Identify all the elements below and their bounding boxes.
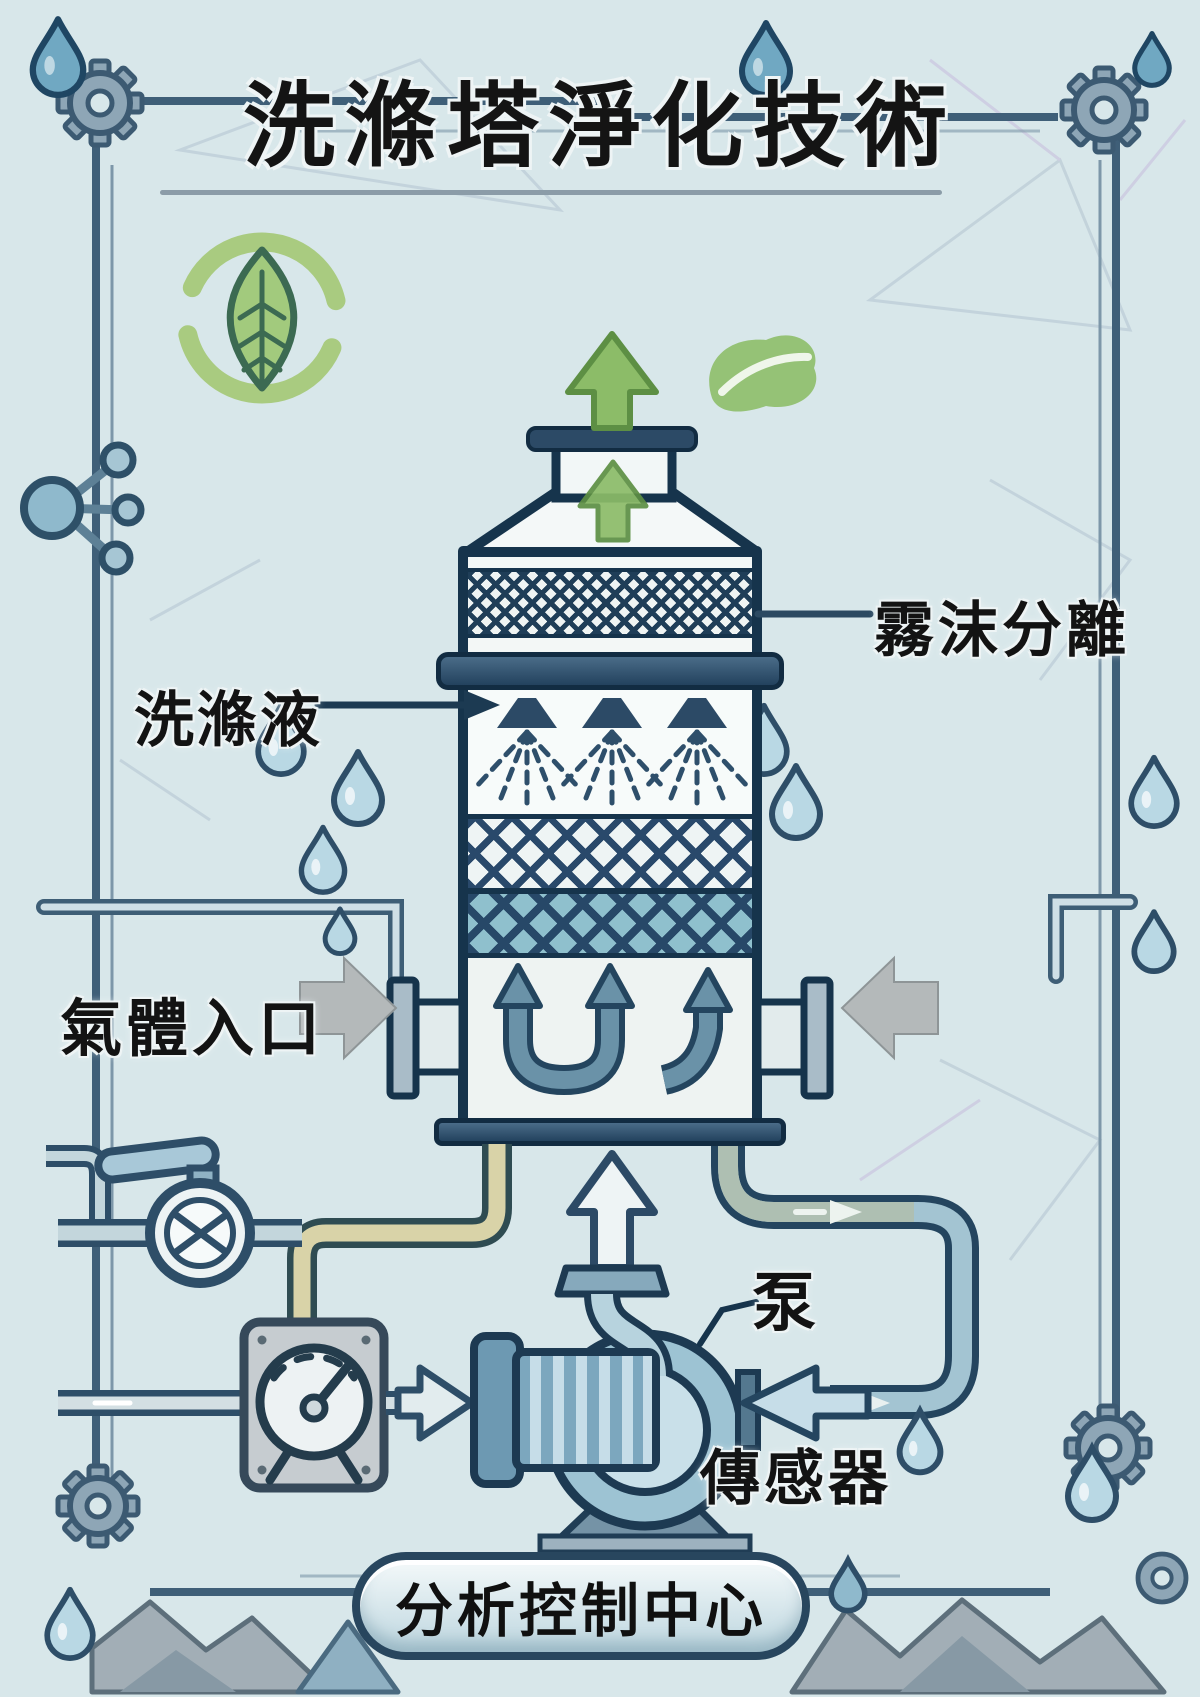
clean-gas-arrow-icon [565,331,659,543]
pump-suction-arrow-icon [740,1364,872,1442]
label-scrubbing-liquid: 洗滌液 [134,687,323,754]
pump-assembly [470,1150,872,1555]
mist-eliminator-mesh [468,568,752,638]
gauge-to-pump-arrow [386,1364,476,1442]
pump-motor [512,1348,660,1472]
pressure-gauge-box [239,1317,389,1493]
gas-inlet-arrow-icon [299,955,939,1061]
label-sensor: 傳感器 [700,1445,892,1512]
packing-bed-lower [468,888,752,958]
spray-header-flange [436,652,784,690]
water-drop-icon [828,1404,1120,1614]
spray-nozzles [472,698,752,807]
valve-icon [94,1136,255,1288]
pump-discharge-arrow-icon [566,1150,658,1272]
label-mist-separator: 霧沫分離 [874,597,1130,664]
label-gas-inlet: 氣體入口 [60,995,325,1064]
pump-leader-line [697,1299,759,1347]
mountain-decor [89,1597,1167,1695]
title-underline [160,190,942,195]
eco-leaf-logo-icon [176,232,348,404]
network-node-icon [20,441,145,576]
gas-swirl-arrows-icon [493,963,733,1096]
control-center-pill: 分析控制中心 [352,1552,810,1660]
packing-bed-upper [468,814,752,888]
tower-base-flange [434,1118,786,1146]
scrubbing-liquid-leader-arrow [314,690,500,720]
label-pump: 泵 [752,1267,816,1339]
leaf-icon [709,335,817,412]
gas-feed-pipe [36,894,1138,986]
drain-pipe-tan [287,1144,512,1326]
page-title: 洗滌塔淨化技術 [242,76,957,178]
gas-inlet-nozzle [386,976,834,1100]
label-control-center: 分析控制中心 [394,1579,767,1644]
